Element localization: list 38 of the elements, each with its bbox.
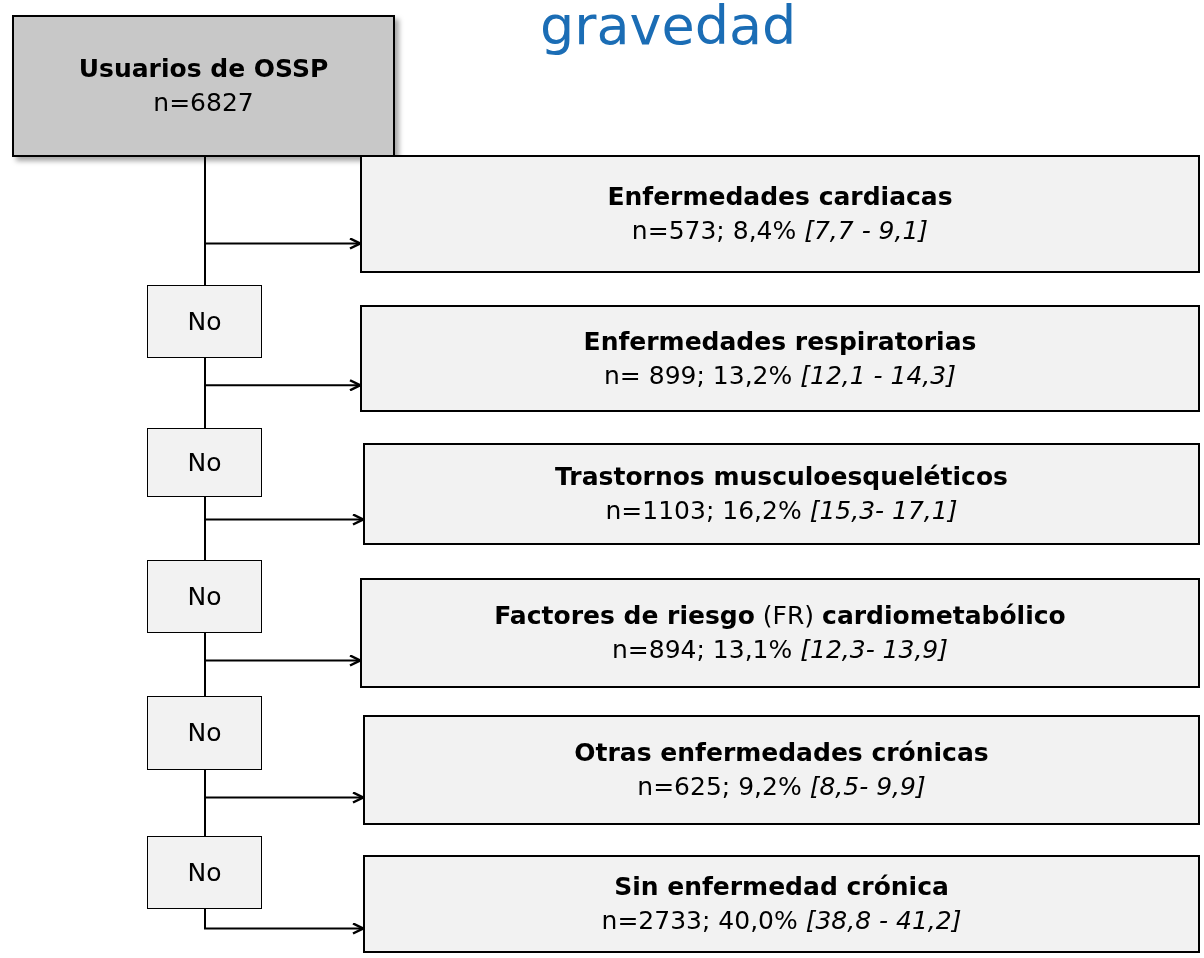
connector-line <box>204 357 206 429</box>
label-text: n=894; 13,1% [12,3- 13,9] <box>611 634 949 666</box>
title: gravedad <box>540 0 797 56</box>
heading: Enfermedades cardiacas <box>607 181 953 214</box>
decision-box <box>147 836 262 909</box>
label-text: n=6827 <box>153 87 254 119</box>
decision-box <box>147 560 262 633</box>
heading: Factores de riesgo (FR) cardiometabólico <box>494 600 1066 633</box>
arrow <box>204 908 365 935</box>
heading: Sin enfermedad crónica <box>614 871 949 904</box>
heading: Trastornos musculoesqueléticos <box>555 461 1008 494</box>
label-text: n=625; 9,2% [8,5- 9,9] <box>637 771 926 803</box>
label-text: n=2733; 40,0% [38,8 - 41,2] <box>601 905 962 937</box>
decision-box <box>147 285 262 358</box>
label-text: No <box>187 856 222 889</box>
label-text: No <box>187 305 222 338</box>
decision-box <box>147 696 262 770</box>
label-text: n=573; 8,4% [7,7 - 9,1] <box>631 215 929 247</box>
process-box <box>360 305 1200 412</box>
label-text: n= 899; 13,2% [12,1 - 14,3] <box>604 359 956 392</box>
connector-line <box>204 769 206 837</box>
process-box <box>363 715 1200 825</box>
process-box <box>360 155 1200 273</box>
heading: Enfermedades respiratorias <box>583 325 977 358</box>
label-text: No <box>187 580 222 613</box>
process-box <box>12 15 395 157</box>
label-text: No <box>187 446 222 479</box>
connector-line <box>204 496 206 561</box>
label-text: No <box>187 717 222 750</box>
connector-line <box>204 632 206 697</box>
decision-box <box>147 428 262 497</box>
process-box <box>360 578 1200 688</box>
label-text: n=1103; 16,2% [15,3- 17,1] <box>605 495 958 527</box>
heading: Otras enfermedades crónicas <box>574 737 989 770</box>
process-box <box>363 443 1200 545</box>
heading: Usuarios de OSSP <box>78 53 329 86</box>
connector-line <box>204 156 206 286</box>
process-box <box>363 855 1200 953</box>
